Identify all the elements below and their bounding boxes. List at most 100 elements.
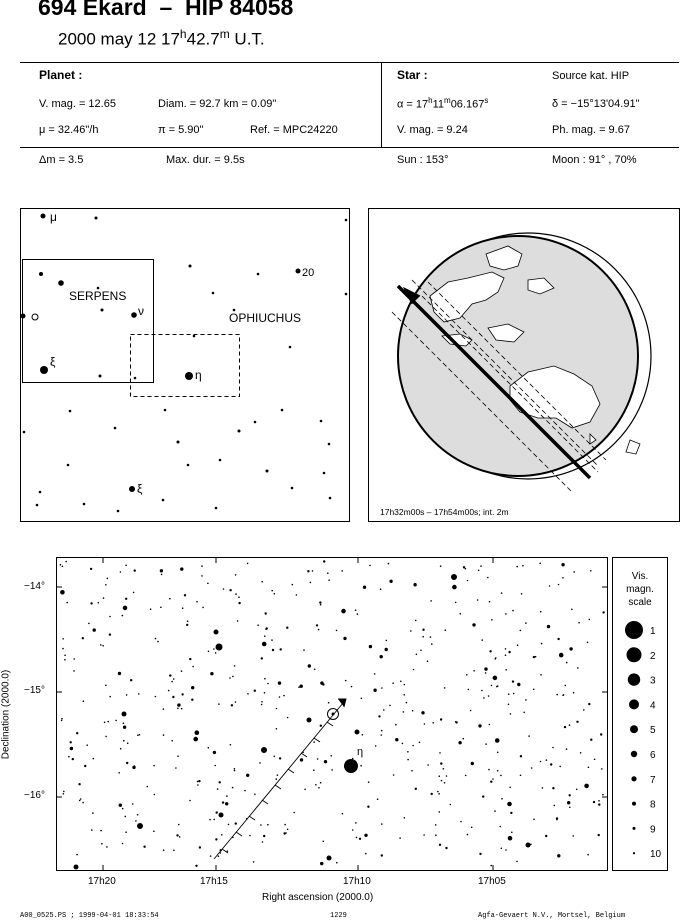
field-star xyxy=(160,573,163,576)
field-star xyxy=(65,560,67,563)
field-star xyxy=(354,609,357,611)
field-star xyxy=(499,825,502,828)
field-star xyxy=(108,633,112,636)
field-star xyxy=(121,842,124,845)
field-star xyxy=(355,822,357,824)
field-star xyxy=(303,649,305,651)
field-star xyxy=(102,645,104,647)
planet-diameter: Diam. = 92.7 km = 0.09" xyxy=(158,98,277,110)
field-star xyxy=(263,692,266,694)
field-star xyxy=(214,652,217,654)
field-star xyxy=(225,802,229,806)
star-declination: δ = −15°13'04.91" xyxy=(552,98,640,110)
field-star xyxy=(557,637,560,641)
field-star xyxy=(76,732,79,735)
field-star xyxy=(124,815,127,818)
field-star xyxy=(367,805,370,808)
field-star xyxy=(181,607,184,609)
field-star xyxy=(455,721,458,724)
field-star xyxy=(525,622,527,624)
field-star xyxy=(254,793,256,796)
field-star xyxy=(587,766,590,769)
field-star xyxy=(565,661,568,664)
field-star xyxy=(360,764,362,767)
field-star xyxy=(395,738,399,742)
field-star xyxy=(62,647,64,650)
field-star xyxy=(522,564,524,567)
field-star xyxy=(159,569,164,573)
field-star xyxy=(439,718,443,721)
field-star xyxy=(153,764,155,767)
field-star xyxy=(78,799,81,802)
xtick-4: 17h05 xyxy=(478,876,506,887)
field-star xyxy=(59,563,62,566)
field-star xyxy=(133,765,136,767)
field-star xyxy=(343,636,347,641)
field-star xyxy=(435,834,437,836)
field-star xyxy=(507,801,512,807)
field-star xyxy=(153,793,156,796)
field-star xyxy=(105,584,107,586)
field-star xyxy=(478,724,482,728)
footer-file-info: A00_0525.PS ; 1999-04-01 18:33:54 xyxy=(20,912,159,920)
field-star xyxy=(136,814,139,816)
field-star xyxy=(192,665,194,668)
field-star xyxy=(440,779,443,782)
planet-vmag: V. mag. = 12.65 xyxy=(39,98,116,110)
field-star xyxy=(84,764,87,768)
field-star xyxy=(196,780,199,783)
field-star xyxy=(553,804,556,807)
field-star xyxy=(341,608,346,614)
field-star xyxy=(423,834,425,836)
field-star xyxy=(360,697,363,700)
field-star xyxy=(575,788,578,791)
field-star xyxy=(495,657,497,659)
field-star xyxy=(516,644,519,646)
label-nu: ν xyxy=(138,304,144,318)
field-star xyxy=(483,697,485,699)
field-star xyxy=(525,699,527,701)
field-star xyxy=(519,629,522,632)
field-star xyxy=(212,750,217,755)
field-star xyxy=(586,641,589,644)
field-star xyxy=(597,833,600,837)
field-star xyxy=(489,650,492,653)
field-star xyxy=(315,624,319,627)
field-star xyxy=(389,579,393,583)
field-star xyxy=(602,793,604,796)
scale-label-1: 1 xyxy=(650,626,656,637)
field-star xyxy=(177,707,179,710)
field-star xyxy=(235,593,237,595)
field-star xyxy=(571,608,573,611)
declination-axis-label: Declination (2000.0) xyxy=(0,669,12,760)
field-star xyxy=(230,704,234,707)
field-star xyxy=(221,801,225,804)
footer-publisher: Agfa-Gevaert N.V., Mortsel, Belgium xyxy=(478,912,626,920)
field-star xyxy=(71,757,74,761)
field-star xyxy=(64,658,66,661)
field-star xyxy=(219,852,222,854)
field-star xyxy=(341,812,344,815)
field-star xyxy=(429,636,432,638)
field-star xyxy=(462,566,466,569)
field-star xyxy=(119,571,122,573)
field-star xyxy=(196,600,198,603)
field-star xyxy=(263,834,266,838)
star-chart: η xyxy=(56,557,608,871)
field-star xyxy=(238,596,240,598)
field-star xyxy=(460,820,462,823)
field-star xyxy=(311,570,314,572)
field-star xyxy=(265,628,267,630)
field-star xyxy=(307,570,310,573)
field-star xyxy=(336,861,338,864)
field-star xyxy=(217,855,220,857)
field-star xyxy=(260,657,263,660)
field-star xyxy=(432,722,435,724)
field-star xyxy=(508,650,511,654)
field-star xyxy=(335,629,338,632)
field-star xyxy=(519,755,523,758)
field-star xyxy=(323,760,328,764)
field-star xyxy=(226,795,228,797)
scale-label-5: 5 xyxy=(650,725,656,736)
field-star xyxy=(318,787,320,789)
